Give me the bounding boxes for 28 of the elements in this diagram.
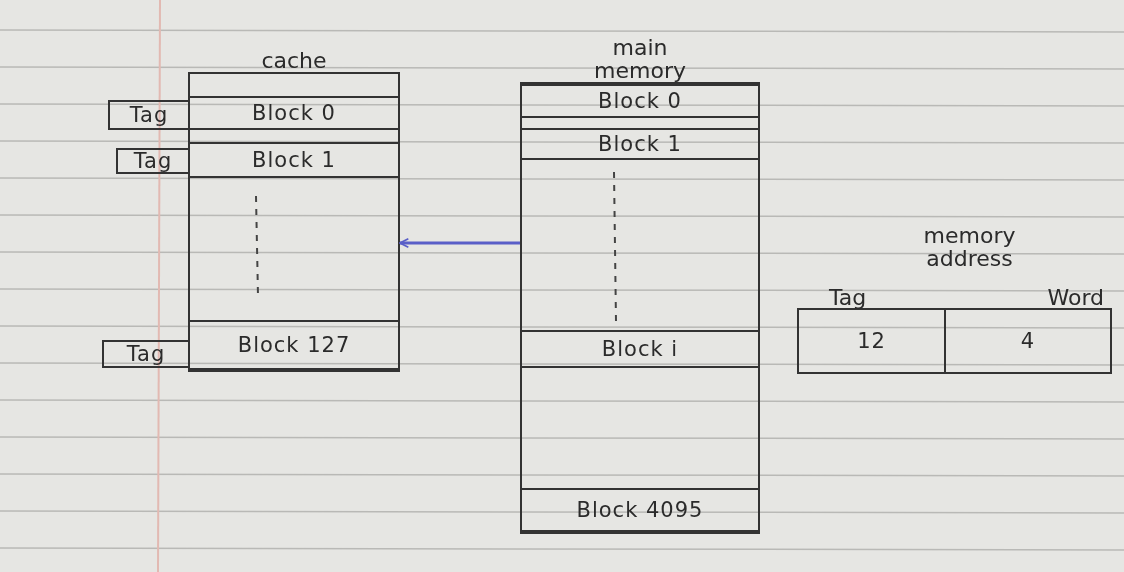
field-label: Word — [1047, 285, 1104, 310]
tag-box — [116, 148, 188, 174]
tag-box — [102, 340, 188, 368]
tag-label: Tag — [126, 342, 166, 366]
field-value: 4 — [1020, 329, 1036, 353]
heading: main memory — [593, 35, 687, 82]
tag-label: Tag — [129, 103, 169, 127]
heading: cache — [260, 48, 328, 72]
block-label: Block 0 — [252, 101, 336, 125]
block-row — [190, 96, 398, 130]
field-label: Tag — [829, 285, 867, 310]
block-label: Block 4095 — [576, 498, 704, 522]
block-label: Block 1 — [598, 132, 682, 156]
block-row — [522, 128, 758, 160]
tag-label: Tag — [133, 149, 173, 173]
block-row — [190, 142, 398, 178]
arrow — [399, 238, 520, 248]
block-row — [190, 320, 398, 370]
heading: memory address — [922, 223, 1017, 270]
block-row — [522, 330, 758, 368]
block-row — [522, 488, 758, 532]
field-value: 12 — [857, 329, 886, 353]
block-label: Block 0 — [598, 89, 682, 113]
block-label: Block 127 — [237, 333, 351, 357]
tag-box — [108, 100, 188, 130]
block-label: Block 1 — [252, 148, 336, 172]
block-label: Block i — [601, 337, 679, 361]
block-row — [522, 84, 758, 118]
